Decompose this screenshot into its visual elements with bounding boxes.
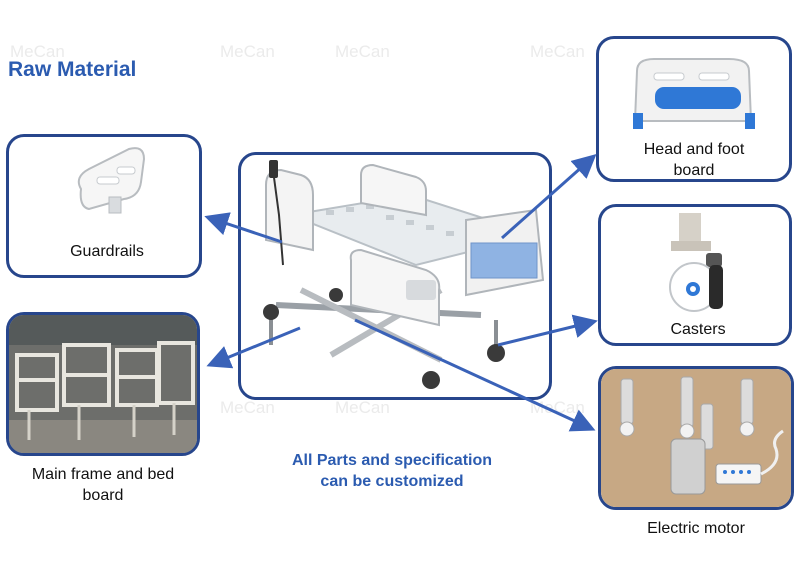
head-foot-board-label: Head and foot board xyxy=(599,139,789,179)
electric-motor-label: Electric motor xyxy=(647,520,745,537)
arrow-to-guardrails xyxy=(204,212,283,244)
customization-note-line1: All Parts and specification xyxy=(291,452,493,469)
watermark: MeCan xyxy=(220,398,275,417)
watermark: MeCan xyxy=(220,42,275,61)
watermark: MeCan xyxy=(335,398,390,417)
casters-box: Casters xyxy=(598,204,792,346)
watermark: MeCan xyxy=(530,42,585,61)
arrow-to-casters xyxy=(497,314,598,347)
guardrail-illustration xyxy=(77,147,146,214)
hospital-bed-image-box xyxy=(238,152,552,400)
arrow-to-main-frame xyxy=(206,326,301,369)
guardrails-box: Guardrails xyxy=(6,134,202,278)
electric-motor-photo xyxy=(601,369,791,507)
guardrails-label: Guardrails xyxy=(70,243,144,260)
casters-label: Casters xyxy=(670,321,726,338)
hospital-bed-illustration xyxy=(263,160,545,389)
head-foot-board-illustration xyxy=(633,58,755,129)
watermark: MeCan xyxy=(10,42,65,61)
page-title: Raw Material xyxy=(8,58,137,81)
main-frame-label-line1: Main frame and bed xyxy=(31,466,175,483)
caster-illustration xyxy=(669,213,723,312)
watermark: MeCan xyxy=(335,42,390,61)
arrow-to-head-foot-board xyxy=(501,154,597,240)
head-foot-board-label-line1: Head and foot xyxy=(643,141,745,158)
head-foot-board-box: Head and foot board xyxy=(596,36,792,182)
head-foot-board-label-line2: board xyxy=(673,162,715,179)
main-frame-box xyxy=(6,312,200,456)
main-frame-photo xyxy=(9,315,197,453)
electric-motor-box xyxy=(598,366,794,510)
customization-note: All Parts and specification can be custo… xyxy=(262,450,522,492)
main-frame-label-line2: board xyxy=(82,487,124,504)
main-frame-label: Main frame and bed board xyxy=(6,464,200,506)
arrow-to-electric-motor xyxy=(354,318,596,432)
customization-note-line2: can be customized xyxy=(320,473,464,490)
